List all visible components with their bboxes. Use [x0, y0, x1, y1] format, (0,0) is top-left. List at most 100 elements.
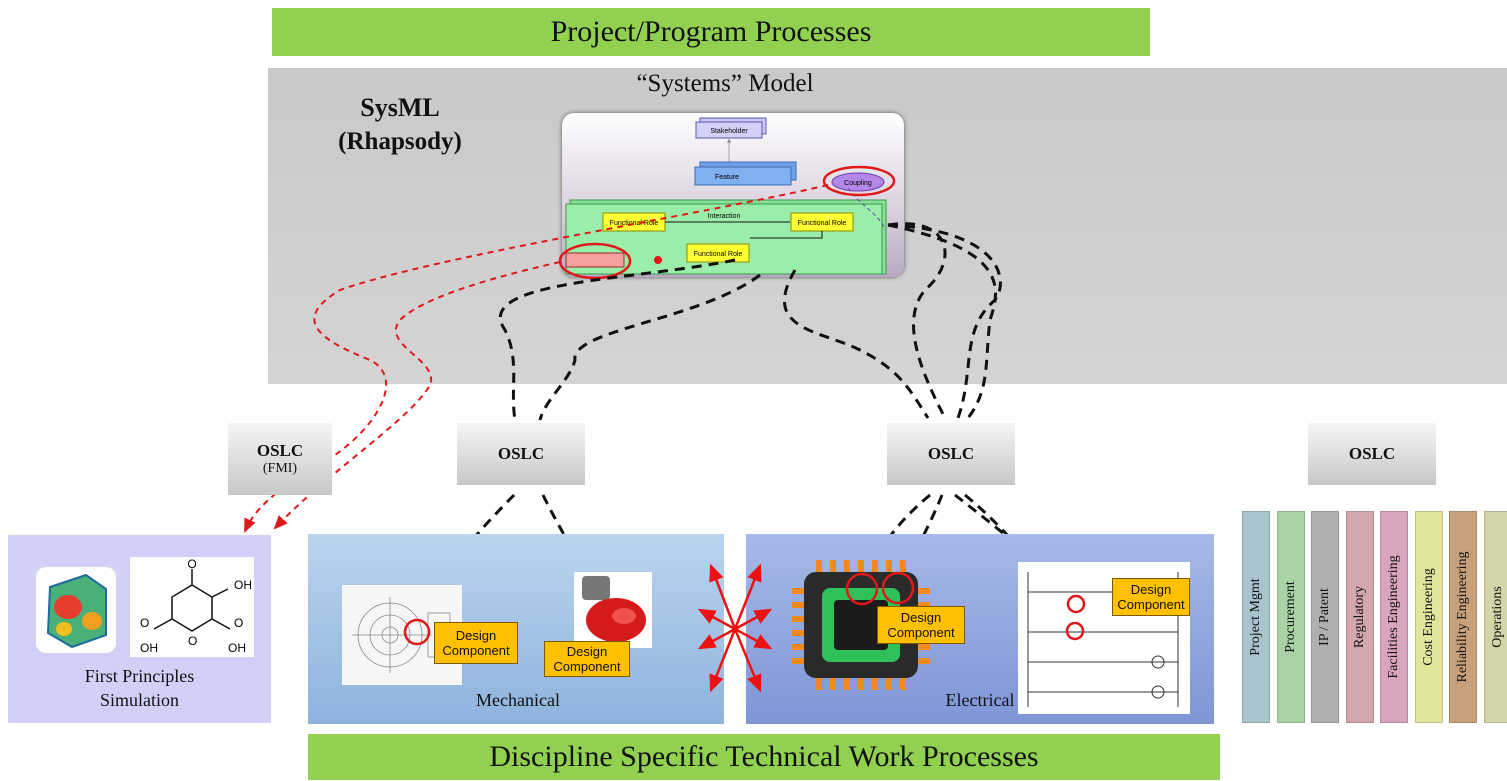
schematic-coil [1151, 655, 1165, 669]
oslc-mech-label: OSLC [497, 444, 545, 463]
chip-pin [886, 676, 892, 690]
selected-assignment-node [565, 252, 625, 268]
sysml-subtitle: (Rhapsody) [338, 128, 462, 155]
systems-model-caption: “Systems” Model [636, 70, 814, 97]
discipline-label: Facilities Engineering [1386, 555, 1401, 679]
model-to-elec-oslc-link-2 [887, 222, 947, 419]
chip-pin [916, 602, 930, 608]
molecule-atom-label: OH [234, 578, 252, 592]
chip-pin [792, 644, 806, 650]
chip-pin [830, 676, 836, 690]
coupling-highlight [822, 165, 896, 197]
discipline-label: Regulatory [1351, 585, 1367, 649]
assignment-junction [654, 256, 662, 264]
model-to-elec-oslc-link-1 [782, 269, 930, 419]
chip-pin [816, 676, 822, 690]
design-component-line-1: Design [455, 628, 497, 643]
coupling-label: Coupling [844, 180, 872, 187]
feature-label: Feature [715, 174, 739, 181]
oslc-other-label: OSLC [1348, 444, 1396, 463]
oslc-fmi-title: OSLC [256, 441, 304, 460]
elec-oslc-to-chip-link-2 [901, 494, 944, 581]
molecule-atom-label: OH [140, 641, 158, 655]
technical-processes-banner: Discipline Specific Technical Work Proce… [308, 734, 1220, 780]
discipline-label: Cost Engineering [1420, 568, 1436, 666]
chip-pin [886, 560, 892, 574]
chip-pin [872, 560, 878, 574]
chip-pin [858, 560, 864, 574]
chip-pin [792, 630, 806, 636]
model-to-mech-oslc-link-1 [498, 258, 736, 421]
simulation-label: First Principles Simulation [8, 664, 271, 712]
molecule-left-acid-bond [153, 618, 173, 630]
interaction-link-bc [750, 231, 823, 239]
model-to-elec-oslc-link-4 [887, 223, 997, 419]
button-highlight [612, 608, 636, 624]
render-hotspot-2 [82, 612, 102, 630]
design-component-line-2: Component [887, 625, 955, 640]
project-processes-banner: Project/Program Processes [272, 8, 1150, 56]
chip-pin [816, 560, 822, 574]
chip-pin [792, 602, 806, 608]
discipline-label: Reliability Engineering [1455, 551, 1470, 683]
molecule-atom-label: O [234, 616, 243, 630]
coupling-node [831, 172, 885, 192]
chip-pin [916, 658, 930, 664]
feature-node [694, 166, 792, 186]
chip-pin [872, 676, 878, 690]
functional-role-a-label: Functional Role [610, 220, 659, 227]
molecule-hydroxyl-bond [211, 588, 229, 598]
molecule-atom-label: O [188, 634, 197, 648]
simulation-label-line-1: First Principles [84, 666, 195, 686]
stakeholder-node [695, 121, 763, 139]
stakeholder-label: Stakeholder [710, 128, 748, 135]
discipline-label: Project Mgmt [1248, 578, 1263, 656]
chip-pin [844, 676, 850, 690]
chip-pin [858, 676, 864, 690]
render-hotspot-3 [56, 622, 72, 636]
chip-die [834, 600, 888, 650]
discipline-column: Regulatory [1345, 511, 1374, 723]
functional-role-c-label: Functional Role [694, 251, 743, 258]
molecule-atom-label: O [187, 557, 196, 571]
design-component-line-2: Component [1117, 597, 1185, 612]
sysml-title: SysML [360, 93, 440, 122]
chip-pin [916, 644, 930, 650]
molecule-structure-image: O OH O OH O O OH [130, 557, 254, 657]
interaction-label: Interaction [708, 213, 741, 220]
elec-oslc-to-chip-link-1 [864, 493, 931, 581]
banner-title: Project/Program Processes [550, 15, 872, 48]
electrical-label: Electrical [945, 690, 1015, 710]
chip-pin [792, 616, 806, 622]
molecule-right-acid-bond [211, 618, 231, 630]
molecule-atom-label: OH [228, 641, 246, 655]
discipline-column: IP / Patent [1311, 511, 1339, 723]
mech-oslc-to-drawing-link [412, 493, 516, 641]
simulation-label-line-2: Simulation [99, 690, 179, 710]
discipline-column: Facilities Engineering [1380, 511, 1408, 723]
design-component-line-1: Design [1130, 582, 1172, 597]
oslc-elec-label: OSLC [927, 444, 975, 463]
model-diagram: Stakeholder Feature Interaction Function… [558, 117, 896, 280]
oslc-other-adapter: OSLC [1308, 423, 1436, 485]
model-to-mech-oslc-link-2 [538, 273, 761, 421]
discipline-column: Procurement [1276, 511, 1305, 723]
discipline-column: Reliability Engineering [1449, 511, 1477, 723]
chip-pin [900, 560, 906, 574]
render-hotspot-1 [54, 595, 82, 619]
oslc-fmi-subtitle: (FMI) [262, 461, 298, 476]
discipline-label: IP / Patent [1317, 588, 1332, 646]
discipline-column: Operations [1483, 511, 1507, 723]
design-component-line-1: Design [900, 610, 942, 625]
molecule-atom-label: O [140, 616, 149, 630]
chip-pin [900, 676, 906, 690]
oslc-mechanical-adapter: OSLC [457, 423, 585, 485]
assignment-to-simulation-link [273, 261, 561, 530]
banner-title: Discipline Specific Technical Work Proce… [489, 740, 1039, 773]
discipline-column: Cost Engineering [1414, 511, 1443, 723]
assignment-highlight [558, 242, 632, 280]
discipline-column: Project Mgmt [1242, 511, 1270, 723]
design-component-line-2: Component [553, 659, 621, 674]
